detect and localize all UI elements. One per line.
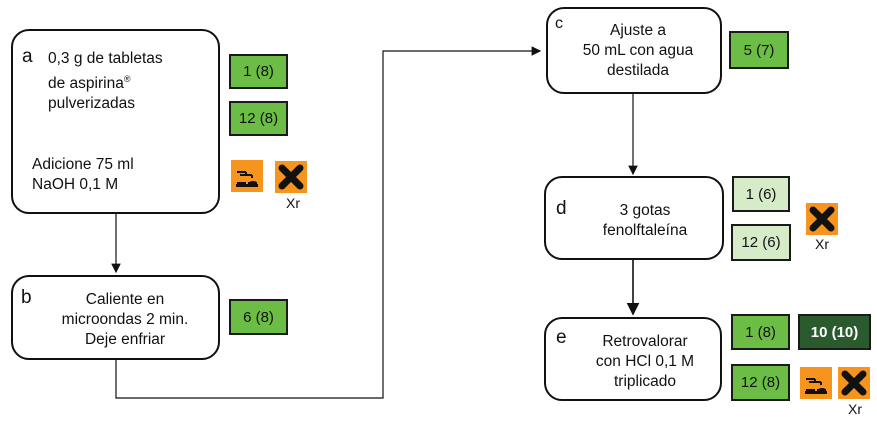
tag-b-1: 6 (8)	[229, 299, 288, 335]
tag-c-1: 5 (7)	[729, 31, 789, 69]
step-a-text: 0,3 g de tabletas de aspirina® pulveriza…	[48, 50, 163, 113]
step-d-letter: d	[556, 198, 567, 219]
tag-a-1: 1 (8)	[229, 54, 288, 89]
tag-d-2: 12 (6)	[731, 224, 791, 261]
step-a-box	[11, 29, 220, 214]
hazard-label: Xr	[848, 401, 862, 417]
harmful-x-icon	[806, 203, 838, 235]
step-b-letter: b	[21, 287, 32, 308]
step-c-box	[546, 7, 722, 94]
step-c-letter: c	[555, 15, 563, 32]
step-c-text: Ajuste a 50 mL con agua destilada	[582, 22, 694, 79]
step-a-extra: Adicione 75 ml NaOH 0,1 M	[32, 156, 134, 193]
step-d-text: 3 gotas fenolftaleína	[602, 202, 688, 239]
arrow-b-c	[115, 46, 542, 399]
tag-e-3: 10 (10)	[798, 314, 871, 350]
hazard-label: Xr	[286, 195, 300, 211]
step-e-letter: e	[556, 327, 567, 348]
tag-a-2: 12 (8)	[229, 101, 288, 136]
step-d-box	[544, 176, 724, 260]
step-e-box	[544, 317, 722, 401]
corrosive-icon	[231, 160, 263, 192]
step-a-letter: a	[22, 46, 33, 67]
hazard-label: Xr	[815, 236, 829, 252]
step-b-box	[11, 275, 220, 360]
tag-e-1: 1 (8)	[731, 314, 790, 350]
step-b-text: Caliente en microondas 2 min. Deje enfri…	[61, 291, 189, 348]
harmful-x-icon	[275, 161, 307, 193]
step-e-text: Retrovalorar con HCl 0,1 M triplicado	[595, 333, 695, 390]
harmful-x-icon	[838, 367, 870, 399]
tag-d-1: 1 (6)	[732, 176, 790, 212]
corrosive-icon	[800, 367, 832, 399]
tag-e-2: 12 (8)	[731, 364, 790, 401]
